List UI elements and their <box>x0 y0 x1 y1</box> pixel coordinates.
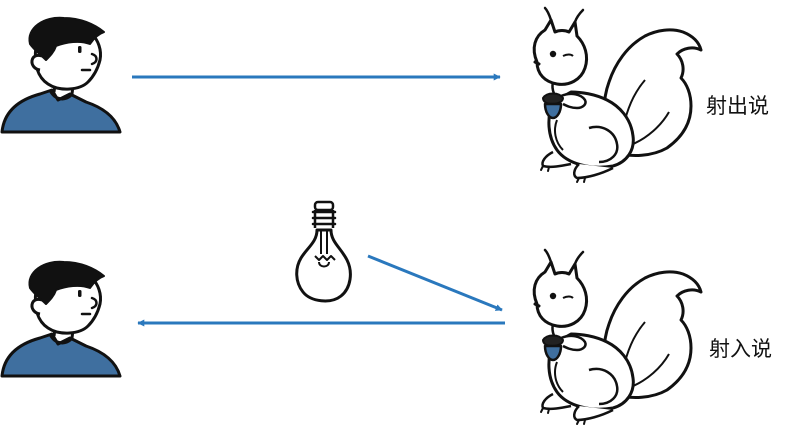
label-emission-theory: 射出说 <box>706 94 769 118</box>
person-icon <box>0 260 122 378</box>
arrow-light-to-object <box>367 254 503 312</box>
light-bulb-icon <box>295 200 352 303</box>
label-intromission-theory: 射入说 <box>709 337 772 361</box>
squirrel-icon <box>532 6 703 184</box>
person-icon <box>0 16 122 134</box>
squirrel-icon <box>532 248 703 426</box>
